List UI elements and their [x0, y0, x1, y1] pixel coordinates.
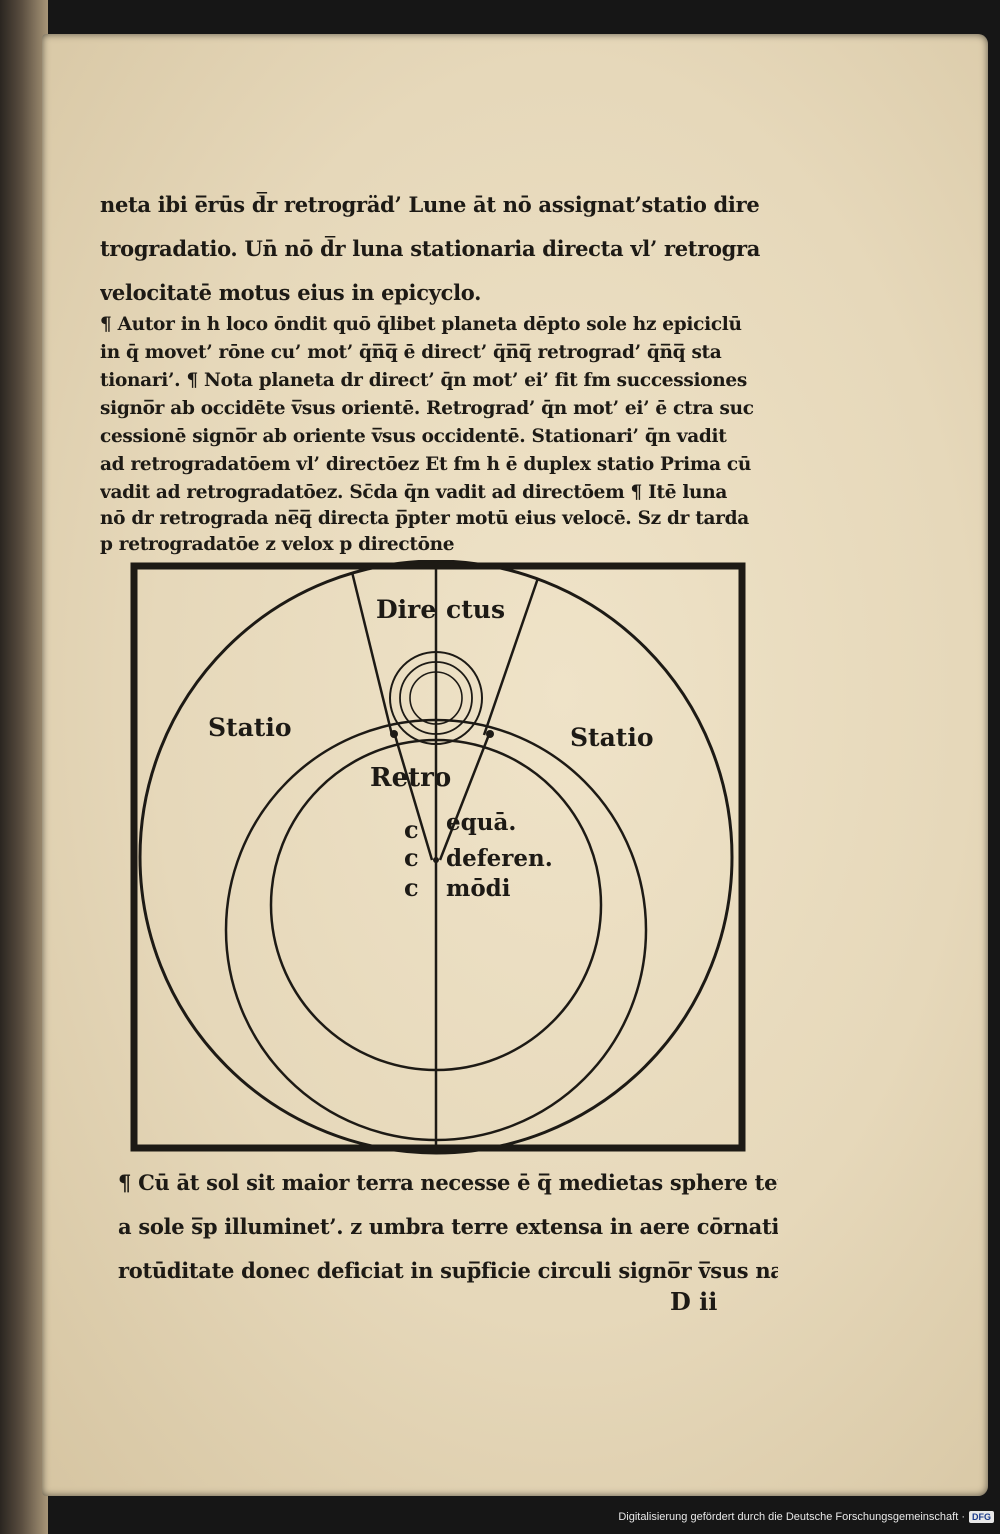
directus-ray-left: [350, 571, 394, 736]
text-line: rotūditate donec deficiat in sup̅ficie …: [118, 1258, 778, 1283]
retro-ray-left: [392, 731, 434, 861]
text-line: tionari’. ¶ Nota planeta d̅r direct’ q̄n…: [100, 370, 748, 391]
diagram-frame: [130, 562, 746, 1152]
footer-credit: Digitalisierung gefördert durch die Deut…: [618, 1502, 994, 1532]
label-deferentis: deferen.: [446, 845, 553, 872]
text-line: trogradatio. Un̄ nō d̅r luna stationari…: [100, 236, 760, 261]
retro-ray-right: [438, 731, 492, 861]
epicycle-inner: [409, 671, 463, 725]
text-line: ad retrogradatōem vl’ directōez Et f̅m…: [100, 454, 752, 475]
label-directus-right: ctus: [446, 595, 505, 624]
label-c-2: c: [404, 843, 419, 872]
epicycle-middle: [399, 661, 473, 735]
label-statio-right: Statio: [570, 723, 654, 752]
center-point: [433, 857, 439, 863]
text-line: ¶ Cū āt sol sit maior terra necesse ē…: [118, 1170, 778, 1195]
text-line: nō d̅r retrograda ne̅q̅ directa p̅pter …: [100, 508, 749, 529]
label-equantis: equā.: [446, 809, 516, 836]
eccentric-circle-outer: [224, 718, 648, 1142]
text-line: neta ibi e̅rūs d̅r retrogräd’ Lune āt…: [100, 192, 760, 217]
footer-text: Digitalisierung gefördert durch die Deut…: [618, 1511, 965, 1523]
label-c-1: c: [404, 815, 419, 844]
text-line: p retrogradatōe z velox p directōne: [100, 534, 455, 555]
text-line: in q̄ movet’ rōne cu’ mot’ q̄n̅q̅ ē di…: [100, 342, 722, 363]
text-line: signo̅r ab occidēte v̅sus orientē. Ret…: [100, 398, 754, 419]
label-retro: Retro: [370, 763, 451, 793]
text-line: cessionē signo̅r ab oriente v̅sus occid…: [100, 426, 727, 447]
epicycle-diagram: Dire ctus Statio Statio Retro c c c equa…: [130, 560, 746, 1155]
label-directus-left: Dire: [376, 595, 436, 624]
deferent-circle: [269, 738, 603, 1072]
dfg-logo: DFG: [969, 1511, 994, 1523]
signature-mark: D ii: [670, 1287, 718, 1316]
facing-page-edge: [0, 0, 48, 1534]
outer-circle: [138, 560, 734, 1155]
label-c-3: c: [404, 873, 419, 902]
station-point-left: [390, 730, 398, 738]
label-statio-left: Statio: [208, 713, 292, 742]
text-line: vadit ad retrogradatōez. Sc̄da q̄n vadi…: [100, 482, 728, 503]
directus-ray-right: [482, 577, 540, 736]
text-line: velocitatē motus eius in epicyclo.: [100, 280, 482, 305]
text-line: ¶ Autor in h̅ loco ōndit quō q̄libet p…: [100, 314, 742, 335]
book-page: [42, 34, 988, 1496]
label-mundi: mōdi: [446, 875, 511, 902]
epicycle-outer: [389, 651, 483, 745]
station-point-right: [486, 730, 494, 738]
text-line: a sole s̅p illuminet’. z umbra terre ext…: [118, 1214, 778, 1239]
